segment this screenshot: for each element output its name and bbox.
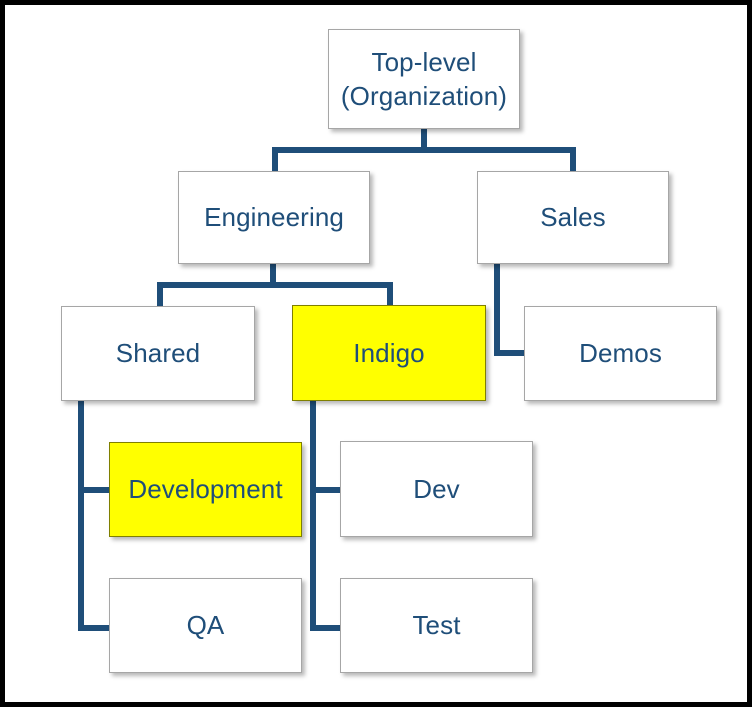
node-top-level[interactable]: Top-level (Organization) [328, 29, 520, 129]
node-sales[interactable]: Sales [477, 171, 669, 264]
connector-top-to-engineering [272, 147, 278, 174]
connector-indigo-to-test [310, 625, 343, 631]
connector-shared-to-qa [78, 625, 112, 631]
connector-indigo-spine [310, 401, 316, 631]
node-sales-label: Sales [540, 202, 606, 233]
node-engineering-label: Engineering [204, 202, 344, 233]
node-dev-label: Dev [413, 473, 460, 504]
connector-top-to-sales [570, 147, 576, 174]
connector-engineering-to-indigo [387, 282, 393, 309]
node-indigo-label: Indigo [353, 337, 425, 368]
node-development-label: Development [128, 474, 283, 505]
node-test[interactable]: Test [340, 578, 533, 673]
connector-sales-drop [494, 264, 500, 356]
node-shared-label: Shared [115, 338, 201, 369]
node-test-label: Test [412, 610, 461, 641]
node-top-level-label: Top-level (Organization) [340, 46, 508, 111]
connector-top-stem [421, 129, 427, 153]
connector-engineering-horizontal-bar [157, 282, 393, 288]
connector-engineering-stem [270, 264, 276, 288]
connector-shared-spine [78, 401, 84, 631]
node-indigo[interactable]: Indigo [292, 305, 486, 401]
node-engineering[interactable]: Engineering [178, 171, 370, 264]
connector-top-horizontal-bar [272, 147, 576, 153]
node-demos-label: Demos [579, 338, 662, 369]
node-dev[interactable]: Dev [340, 441, 533, 537]
connector-sales-to-demos [494, 350, 527, 356]
connector-engineering-to-shared [157, 282, 163, 309]
node-qa-label: QA [186, 610, 225, 641]
node-demos[interactable]: Demos [524, 306, 717, 401]
node-development[interactable]: Development [109, 442, 302, 537]
connector-shared-to-development [78, 487, 112, 493]
connector-indigo-to-dev [310, 487, 343, 493]
node-shared[interactable]: Shared [61, 306, 255, 401]
node-qa[interactable]: QA [109, 578, 302, 673]
